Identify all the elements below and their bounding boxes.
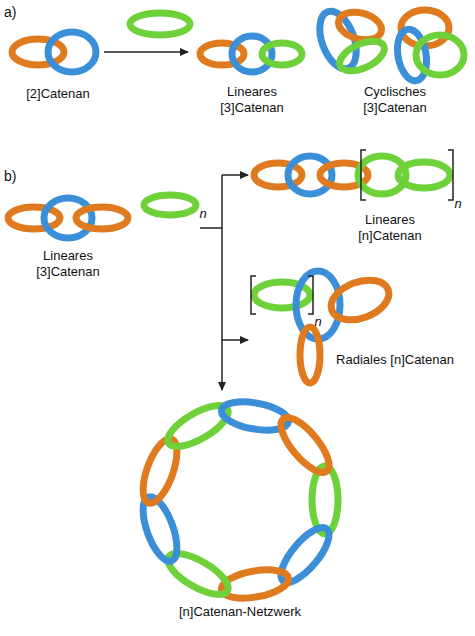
caption-label: Radiales [n]Catenan [320,352,470,368]
caption-label: Cyclisches [3]Catenan [350,84,440,116]
panel-label: a) [4,4,34,20]
panel-label: b) [4,168,34,184]
caption-label: [n]Catenan-Netzwerk [150,604,330,620]
index-label: n [196,206,210,222]
caption-label: Lineares [3]Catenan [210,84,294,116]
index-label: n [451,196,465,212]
caption-label: Lineares [3]Catenan [26,248,110,280]
index-label: n [311,314,325,330]
caption-label: [2]Catenan [3,86,113,102]
caption-label: Lineares [n]Catenan [348,212,432,244]
